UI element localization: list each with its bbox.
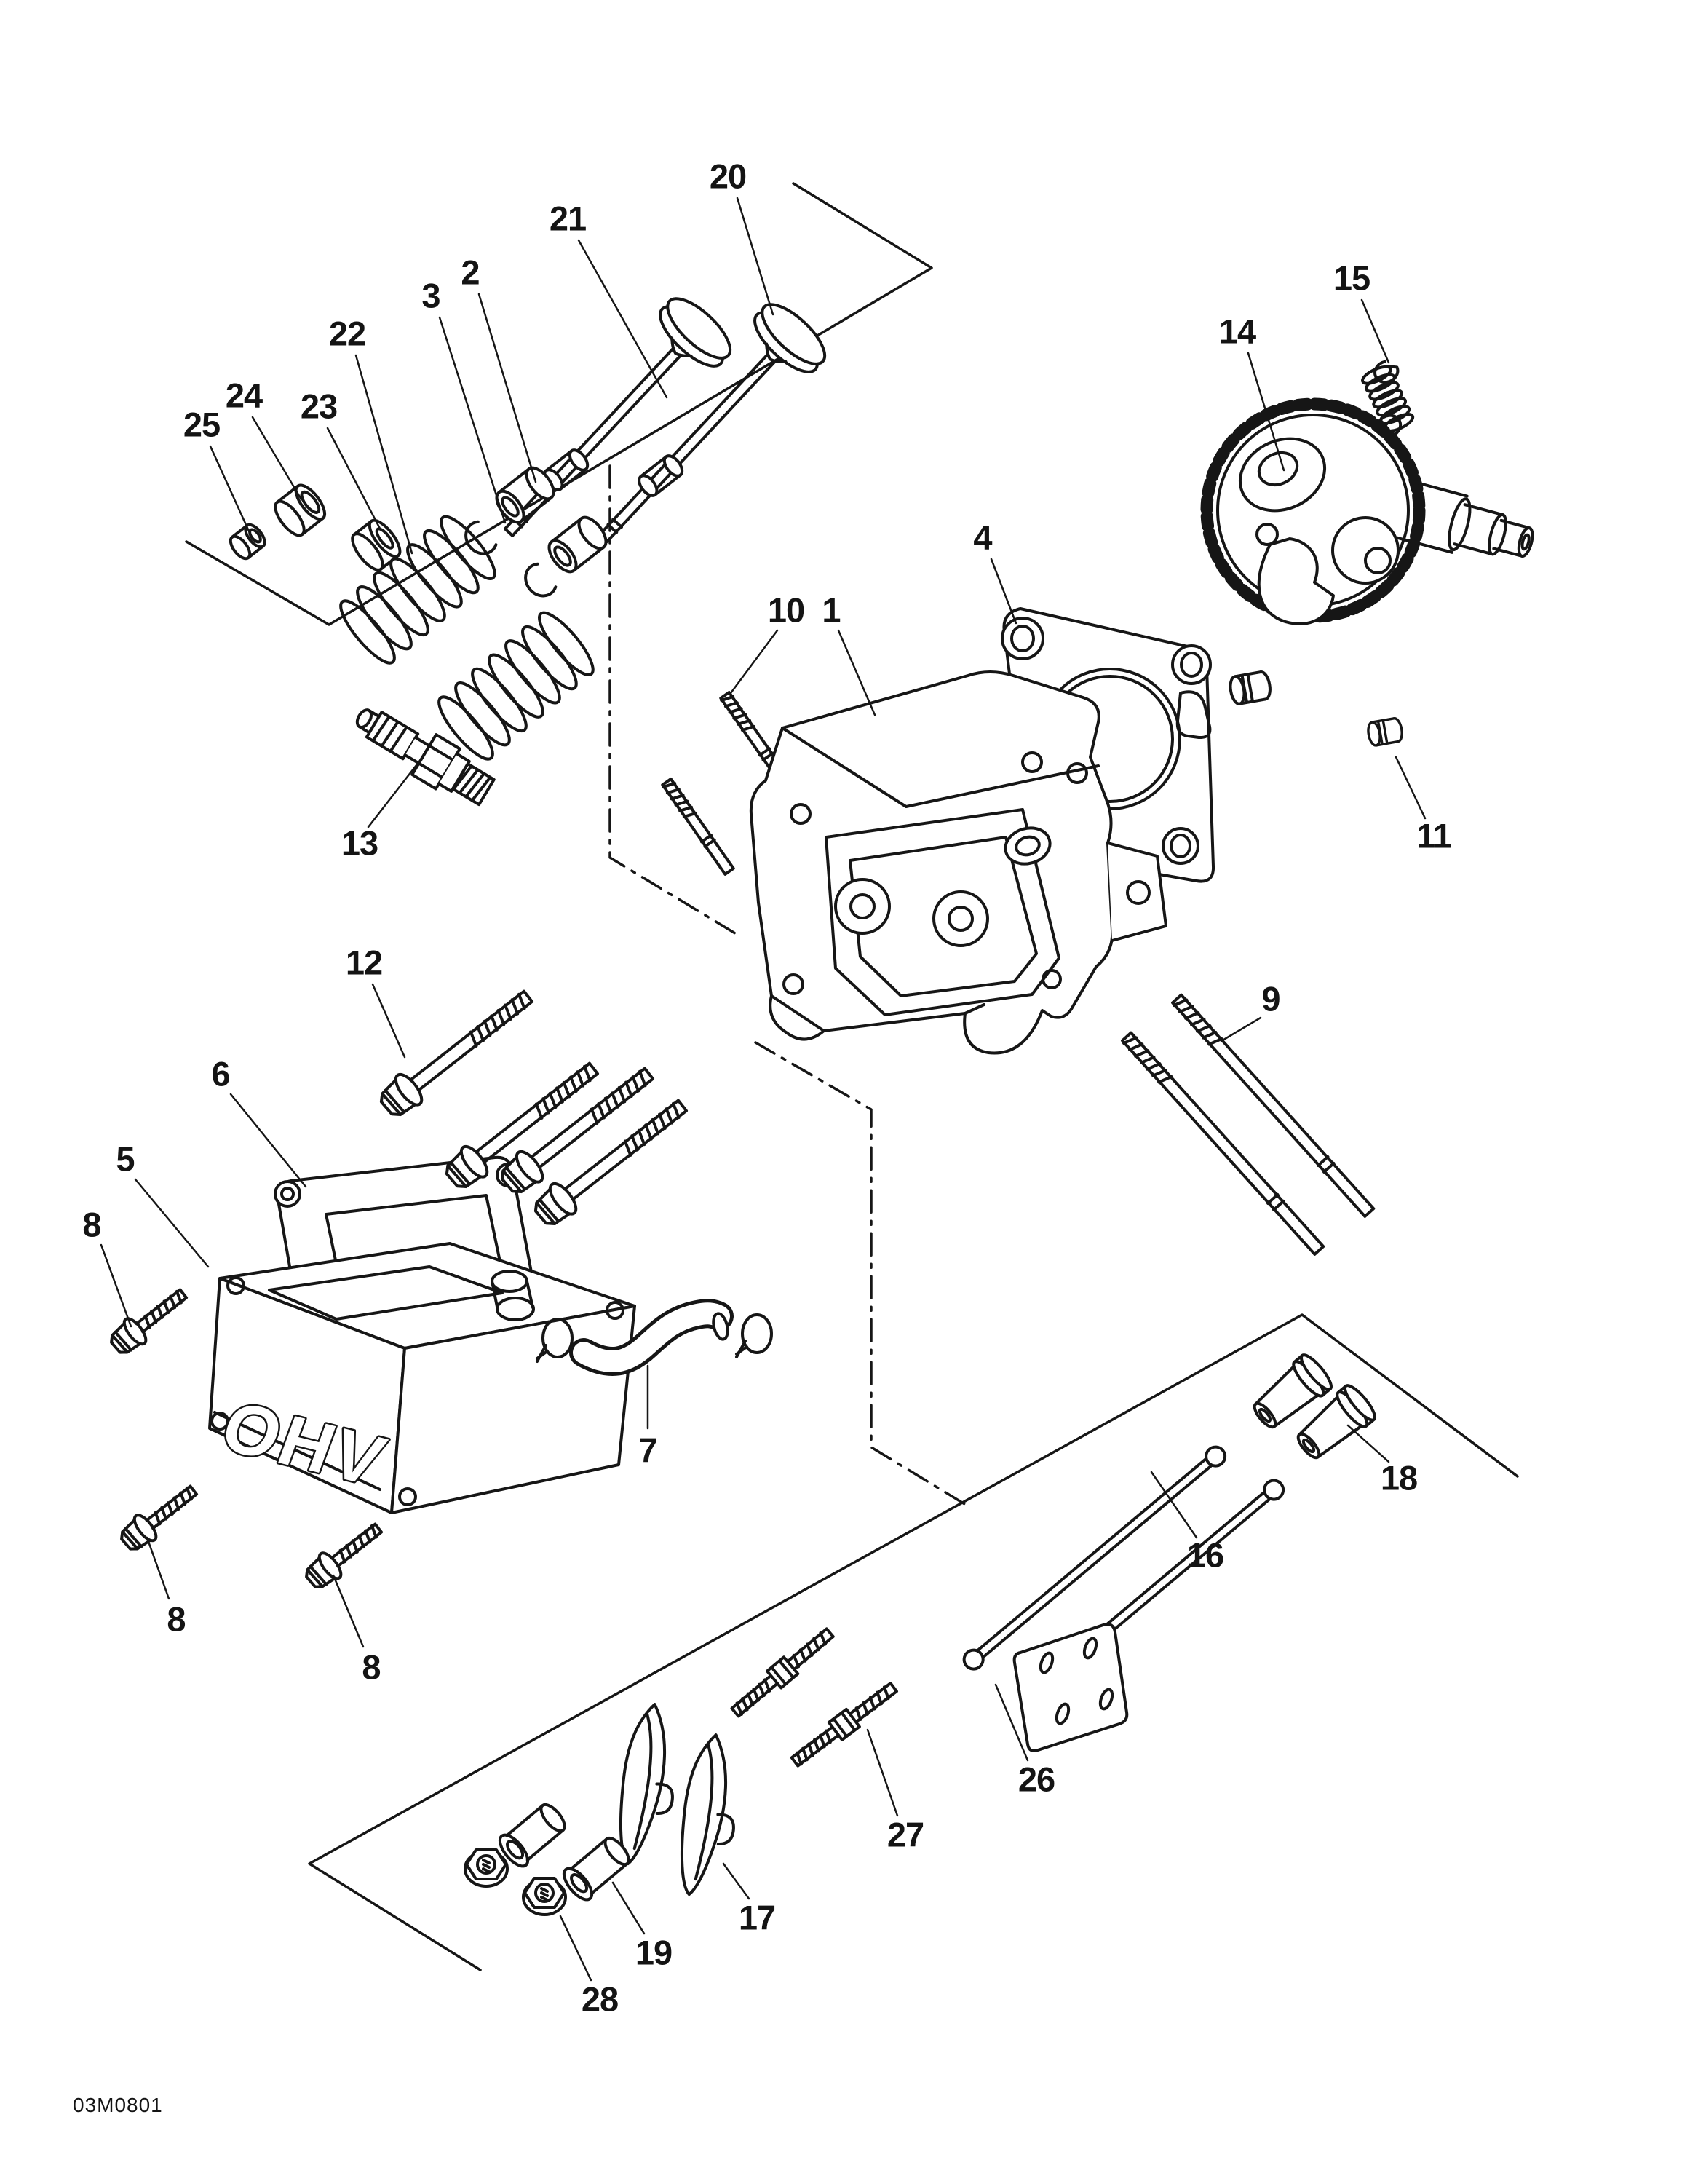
camshaft-gear-drawing [1200,356,1534,625]
leader-line-15 [1360,298,1390,364]
leader-line-10 [729,629,779,695]
leader-line-9 [1220,1016,1262,1042]
spark-plug-drawing [355,708,496,807]
leader-line-6 [229,1093,307,1188]
leader-line-1 [837,629,876,716]
breather-hose-drawing [536,1299,773,1376]
valve-train-drawing [225,288,836,767]
leader-line-17 [722,1862,750,1900]
leader-line-18 [1346,1424,1390,1463]
leader-line-4 [990,558,1017,625]
cylinder-head-drawing [660,670,1167,1055]
rocker-plate-drawing [1012,1623,1129,1752]
leader-line-23 [326,427,381,530]
dowel-pins-drawing [1226,669,1405,748]
leader-line-25 [209,445,252,536]
leader-line-8 [146,1536,170,1600]
leader-line-13 [367,760,421,828]
leader-line-21 [577,239,668,399]
leader-line-22 [354,354,413,555]
leader-line-3 [438,316,507,524]
group-boundary-lines [185,182,1519,1971]
leader-line-12 [371,983,406,1059]
leader-lines [100,197,1427,1982]
leader-line-26 [994,1683,1029,1762]
rocker-arm-group-drawing [464,1623,902,1916]
valve-cover-drawing: OHV [208,1242,636,1514]
leader-line-19 [611,1881,646,1935]
leader-line-28 [559,1915,592,1982]
leader-line-16 [1150,1471,1198,1539]
leader-line-8 [100,1243,132,1328]
leader-line-20 [736,197,774,316]
leader-line-27 [866,1728,899,1817]
cylinder-studs-drawing [1120,992,1376,1257]
leader-line-14 [1247,352,1285,472]
leader-line-8 [332,1574,365,1648]
leader-line-24 [251,416,303,501]
leader-line-11 [1395,756,1427,820]
document-code: 03M0801 [73,2094,163,2116]
leader-line-5 [134,1178,210,1268]
leader-line-2 [477,293,537,483]
